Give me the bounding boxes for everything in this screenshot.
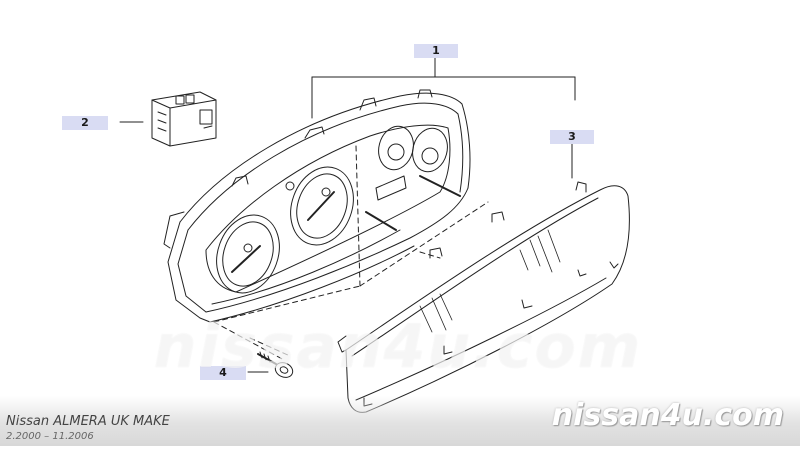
callout-1: 1 xyxy=(414,44,458,58)
model-dates: 2.2000 – 11.2006 xyxy=(6,431,94,442)
assembly-1-bracket xyxy=(311,57,576,119)
instrument-cluster-assembly-icon xyxy=(163,89,471,323)
watermark-corner: nissan4u.com xyxy=(551,398,784,433)
printed-circuit-module-icon xyxy=(151,91,217,147)
footer-band xyxy=(0,396,800,446)
model-title: Nissan ALMERA UK MAKE xyxy=(6,414,170,429)
callout-2: 2 xyxy=(62,116,108,130)
callout-4: 4 xyxy=(200,366,246,380)
watermark-center: nissan4u.com xyxy=(153,312,643,382)
callout-3: 3 xyxy=(550,130,594,144)
screw-icon xyxy=(247,351,294,378)
